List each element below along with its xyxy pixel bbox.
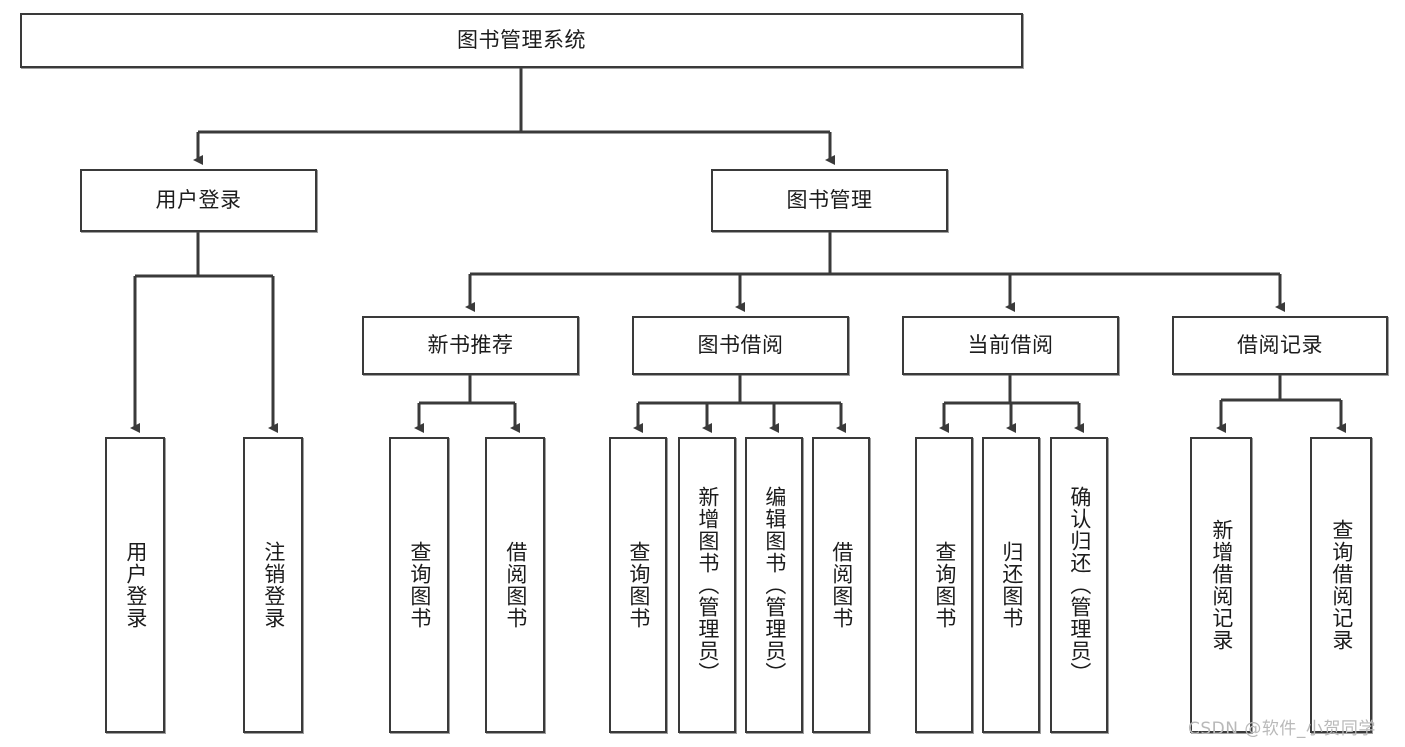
node-user-login[interactable]: 用户登录 bbox=[80, 169, 317, 232]
node-label: 查询图书 bbox=[626, 541, 651, 629]
node-leaf-query-book-1[interactable]: 查询图书 bbox=[389, 437, 449, 733]
node-label: 借阅记录 bbox=[1237, 332, 1323, 357]
node-leaf-confirm-return[interactable]: 确认归还（管理员） bbox=[1050, 437, 1108, 733]
node-current-borrow[interactable]: 当前借阅 bbox=[902, 316, 1119, 375]
node-leaf-add-record[interactable]: 新增借阅记录 bbox=[1190, 437, 1252, 733]
node-label: 新书推荐 bbox=[427, 332, 514, 357]
node-borrow-record[interactable]: 借阅记录 bbox=[1172, 316, 1388, 375]
node-book-manage[interactable]: 图书管理 bbox=[711, 169, 948, 232]
node-label: 用户登录 bbox=[155, 187, 242, 212]
node-label: 用户登录 bbox=[123, 541, 148, 629]
node-label: 新增图书（管理员） bbox=[695, 486, 720, 684]
watermark-text: CSDN @软件_小贺同学 bbox=[1188, 719, 1376, 739]
node-label: 图书借阅 bbox=[697, 332, 784, 357]
node-leaf-borrow-book-2[interactable]: 借阅图书 bbox=[812, 437, 870, 733]
node-label: 查询借阅记录 bbox=[1329, 519, 1354, 651]
node-leaf-edit-book[interactable]: 编辑图书（管理员） bbox=[745, 437, 803, 733]
node-leaf-query-book-2[interactable]: 查询图书 bbox=[609, 437, 667, 733]
node-leaf-add-book[interactable]: 新增图书（管理员） bbox=[678, 437, 736, 733]
node-label: 查询图书 bbox=[932, 541, 957, 629]
node-leaf-query-record[interactable]: 查询借阅记录 bbox=[1310, 437, 1372, 733]
node-book-borrow[interactable]: 图书借阅 bbox=[632, 316, 849, 375]
node-label: 确认归还（管理员） bbox=[1067, 486, 1092, 684]
node-label: 新增借阅记录 bbox=[1209, 519, 1234, 651]
node-label: 借阅图书 bbox=[829, 541, 854, 629]
node-label: 当前借阅 bbox=[967, 332, 1054, 357]
node-leaf-return-book[interactable]: 归还图书 bbox=[982, 437, 1040, 733]
node-leaf-borrow-book-1[interactable]: 借阅图书 bbox=[485, 437, 545, 733]
node-label: 图书管理系统 bbox=[457, 27, 586, 52]
node-root-system[interactable]: 图书管理系统 bbox=[20, 13, 1023, 68]
node-label: 编辑图书（管理员） bbox=[762, 486, 787, 684]
node-label: 查询图书 bbox=[407, 541, 432, 629]
node-label: 注销登录 bbox=[261, 541, 286, 629]
node-leaf-query-book-3[interactable]: 查询图书 bbox=[915, 437, 973, 733]
node-label: 借阅图书 bbox=[503, 541, 528, 629]
node-label: 图书管理 bbox=[786, 187, 873, 212]
node-new-book-recommend[interactable]: 新书推荐 bbox=[362, 316, 579, 375]
node-label: 归还图书 bbox=[999, 541, 1024, 629]
node-leaf-user-logout[interactable]: 注销登录 bbox=[243, 437, 303, 733]
node-leaf-user-login[interactable]: 用户登录 bbox=[105, 437, 165, 733]
